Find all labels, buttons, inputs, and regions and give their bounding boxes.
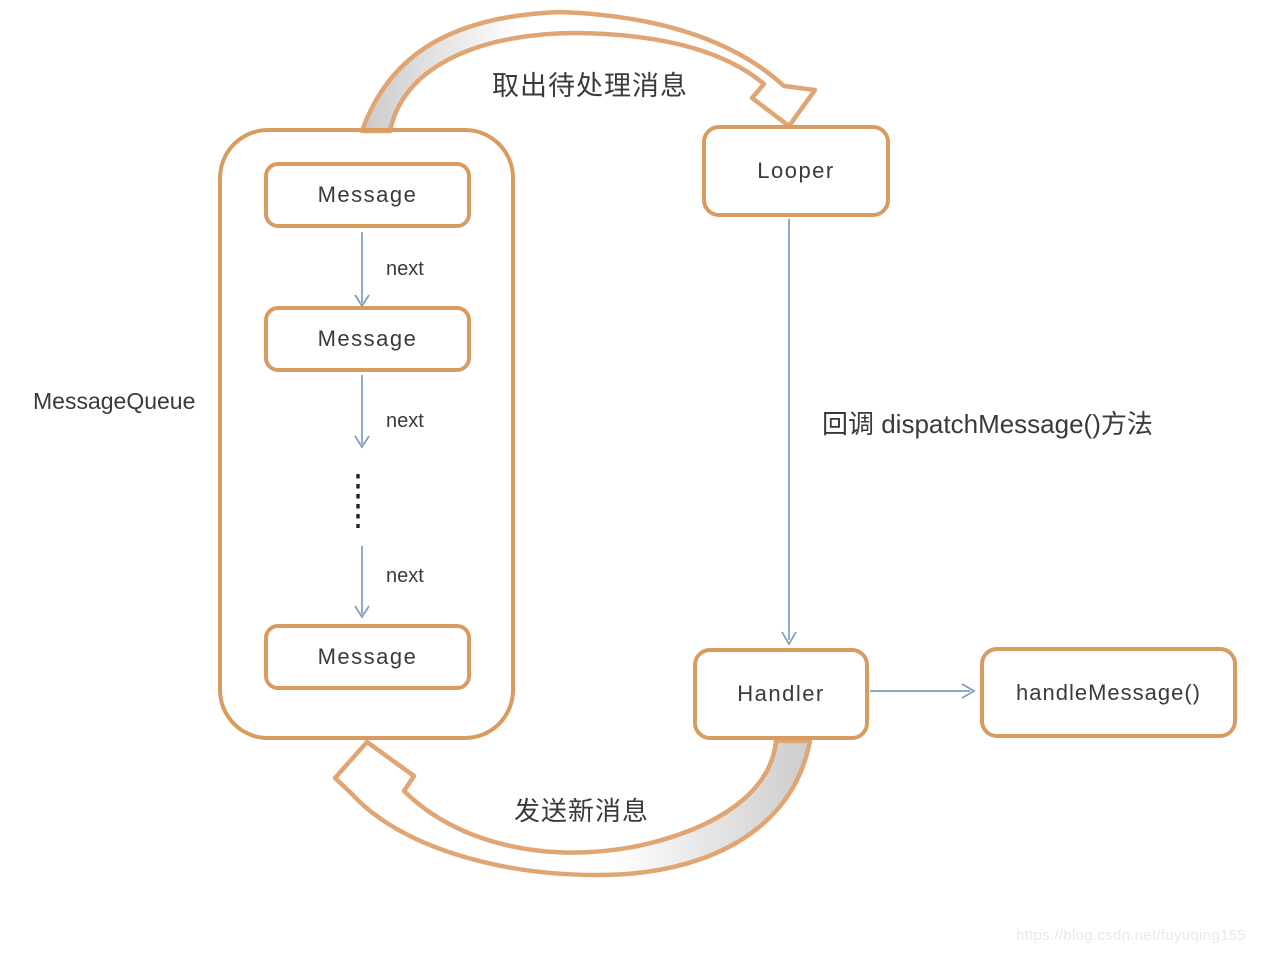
message-node-3: Message xyxy=(264,624,471,690)
next-label-3: next xyxy=(386,565,424,587)
watermark-text: https://blog.csdn.net/fuyuqing155 xyxy=(1015,927,1246,944)
message-queue-container xyxy=(218,128,515,740)
message-node-1-label: Message xyxy=(317,182,418,207)
message-node-2-label: Message xyxy=(317,326,418,351)
fetch-arc-arrow xyxy=(359,9,818,134)
handler-node: Handler xyxy=(693,648,869,740)
next-label-2: next xyxy=(386,410,424,432)
dispatch-arrow-label: 回调 dispatchMessage()方法 xyxy=(822,409,1153,439)
next-label-1: next xyxy=(386,258,424,280)
fetch-arc-label: 取出待处理消息 xyxy=(492,71,688,101)
message-node-3-label: Message xyxy=(317,644,418,669)
handle-arrow xyxy=(870,683,976,699)
looper-label: Looper xyxy=(757,158,835,183)
handle-message-node: handleMessage() xyxy=(980,647,1237,738)
message-queue-label: MessageQueue xyxy=(33,388,196,414)
looper-node: Looper xyxy=(702,125,890,217)
dispatch-arrow xyxy=(781,219,797,646)
next-arrow-3 xyxy=(354,546,370,619)
next-arrow-2 xyxy=(354,375,370,449)
send-arc-arrow xyxy=(332,738,813,878)
message-node-2: Message xyxy=(264,306,471,372)
send-arc-label: 发送新消息 xyxy=(514,796,650,826)
message-node-1: Message xyxy=(264,162,471,228)
handle-message-label: handleMessage() xyxy=(1016,679,1201,705)
handler-label: Handler xyxy=(737,681,825,706)
